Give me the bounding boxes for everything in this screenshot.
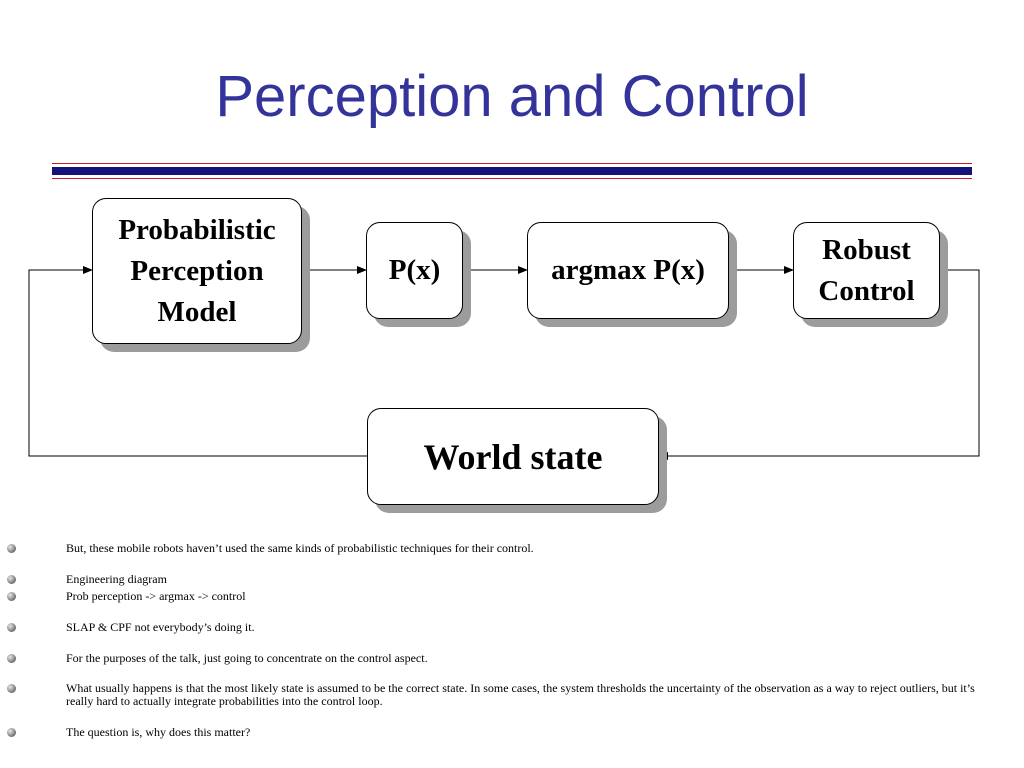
bullet-text: SLAP & CPF not everybody’s doing it. — [66, 620, 255, 634]
bullet-text: The question is, why does this matter? — [66, 725, 251, 739]
bullet-text: Engineering diagram — [66, 572, 167, 586]
bullet-text: What usually happens is that the most li… — [66, 681, 975, 708]
node-px: P(x) — [366, 222, 463, 319]
node-world-state: World state — [367, 408, 659, 505]
arrow-world-to-model — [28, 266, 367, 457]
arrow-control-to-world — [658, 269, 980, 460]
bullet-icon — [7, 654, 16, 663]
title-rule-bottom — [52, 178, 972, 179]
title-rule-thick — [52, 167, 972, 175]
bullet-icon — [7, 728, 16, 737]
node-argmax: argmax P(x) — [527, 222, 729, 319]
node-label: World state — [423, 436, 603, 477]
node-label: P(x) — [388, 254, 441, 286]
node-label: Robust Control — [818, 233, 915, 307]
bullet-icon — [7, 684, 16, 693]
bullet-icon — [7, 623, 16, 632]
bullet-text: Prob perception -> argmax -> control — [66, 589, 246, 603]
slide-title: Perception and Control — [215, 64, 809, 129]
bullet-text: For the purposes of the talk, just going… — [66, 651, 428, 665]
bullet-icon — [7, 544, 16, 553]
node-probabilistic-perception-model: Probabilistic Perception Model — [92, 198, 302, 344]
bullet-icon — [7, 592, 16, 601]
node-label: argmax P(x) — [551, 254, 705, 286]
node-robust-control: Robust Control — [793, 222, 940, 319]
bullet-text: But, these mobile robots haven’t used th… — [66, 541, 534, 555]
node-label: Probabilistic Perception Model — [118, 213, 276, 328]
title-rule-top — [52, 163, 972, 164]
bullet-icon — [7, 575, 16, 584]
